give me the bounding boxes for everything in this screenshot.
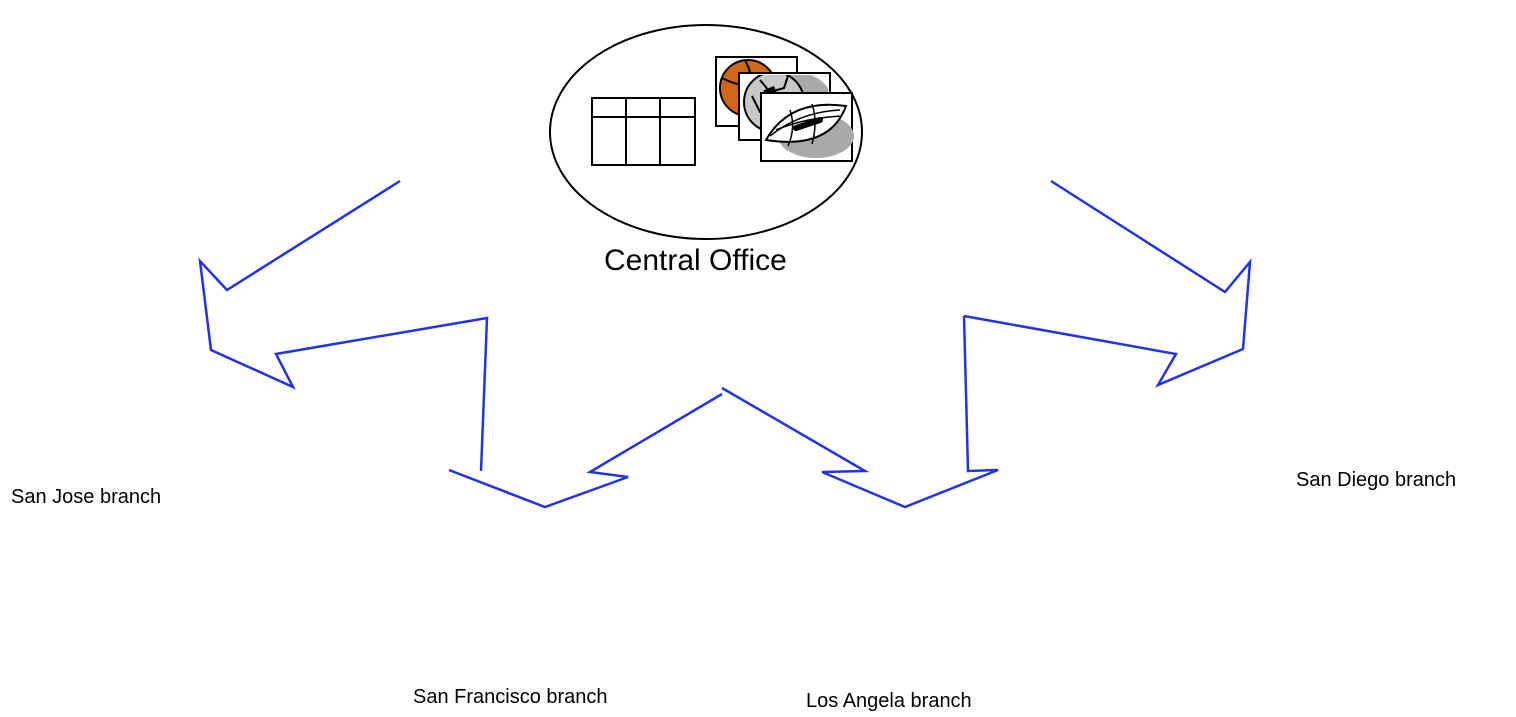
branch-label-los-angela: Los Angela branch — [806, 690, 972, 712]
arrow-to-san-francisco — [448, 392, 723, 509]
branch-label-san-diego: San Diego branch — [1296, 469, 1457, 491]
branch-label-san-francisco: San Francisco branch — [413, 686, 608, 708]
table-icon — [591, 97, 696, 166]
football-photo-icon — [760, 92, 854, 162]
arrow-to-los-angela — [721, 315, 999, 509]
branch-label-san-jose: San Jose branch — [11, 486, 162, 508]
central-office-label: Central Office — [604, 244, 787, 277]
arrow-to-san-diego — [963, 179, 1252, 388]
arrow-to-san-jose — [198, 179, 489, 472]
central-office-node[interactable] — [549, 24, 863, 240]
